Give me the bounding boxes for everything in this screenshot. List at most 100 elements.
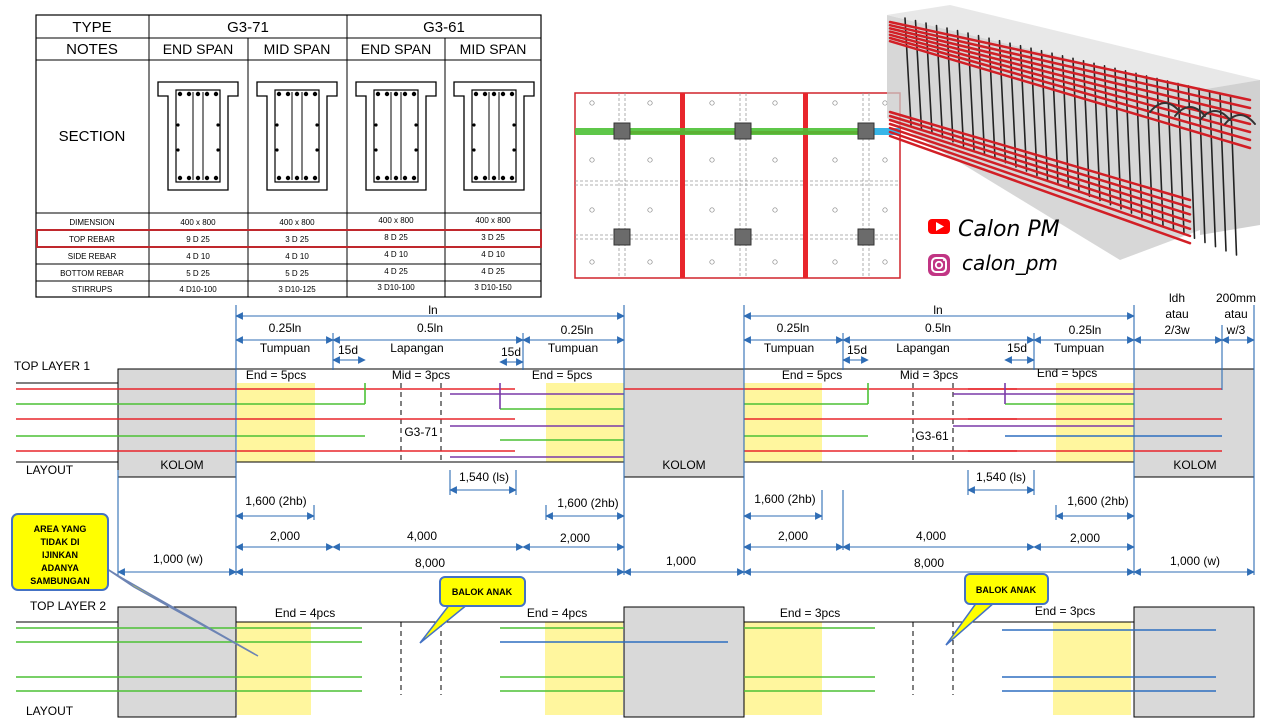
cell: 5 D 25: [186, 269, 210, 278]
rebar-dot: [473, 91, 479, 97]
cell: 3 D10-150: [474, 283, 512, 292]
section-label: SECTION: [59, 128, 126, 145]
callout-sub-beam: BALOK ANAK: [419, 576, 526, 644]
svg-text:SAMBUNGAN: SAMBUNGAN: [30, 576, 90, 586]
column-width-label: 1,000 (w): [153, 552, 203, 566]
svg-text:AREA YANG: AREA YANG: [34, 524, 87, 534]
rebar-dot: [411, 91, 417, 97]
column-block: [623, 368, 745, 478]
rebar-dot: [303, 91, 309, 97]
rebar-dot: [186, 175, 192, 181]
cell: 3 D10-100: [377, 283, 415, 292]
cell: 400 x 800: [180, 218, 216, 227]
plan-marker: [882, 259, 888, 265]
rebar-hook: [1224, 114, 1256, 125]
rebar-dot: [509, 91, 515, 97]
rebar-dot: [375, 175, 381, 181]
stirrup-bar: [1072, 57, 1080, 193]
cell: 4 D 10: [186, 252, 210, 261]
column-label: KOLOM: [1173, 458, 1216, 472]
plan-marker: [832, 259, 838, 265]
extension-label: 200mm: [1216, 291, 1256, 305]
plan-marker: [647, 157, 653, 163]
beam-section-outline: [157, 81, 239, 191]
longitudinal-rebar: [888, 33, 1252, 134]
support-zone: [237, 383, 315, 462]
social-badges: Calon PM calon_pm: [928, 217, 1060, 276]
field-label: Lapangan: [896, 341, 949, 355]
rebar-cage-3d-render: [887, 5, 1260, 260]
longitudinal-rebar: [888, 30, 1252, 126]
column-label: KOLOM: [160, 458, 203, 472]
dimension-value: 2,000: [270, 529, 300, 543]
ldh-label: 2/3w: [1164, 323, 1190, 337]
section-sketches: [157, 81, 535, 191]
svg-text:BALOK ANAK: BALOK ANAK: [976, 585, 1037, 595]
cell: 4 D 25: [384, 267, 408, 276]
cell: 400 x 800: [279, 218, 315, 227]
row-label-side-rebar: SIDE REBAR: [68, 252, 117, 261]
hook-length-label: 1,600 (2hb): [754, 492, 815, 506]
end-count-label: End = 5pcs: [1037, 366, 1097, 380]
column-block: [1133, 368, 1255, 478]
top-layer-2-label: TOP LAYER 2: [30, 599, 106, 613]
row-label-dimension: DIMENSION: [69, 218, 115, 227]
rebar-dot: [213, 175, 219, 181]
ln-label: ln: [428, 303, 437, 317]
end-count-label: End = 4pcs: [275, 606, 335, 620]
plan-marker: [772, 157, 778, 163]
row-label-stirrups: STIRRUPS: [72, 285, 112, 294]
type-label: TYPE: [72, 19, 111, 36]
end-count-label: End = 3pcs: [780, 606, 840, 620]
instagram-handle[interactable]: calon_pm: [962, 251, 1058, 275]
rebar-dot: [500, 175, 506, 181]
plan-marker: [772, 259, 778, 265]
stirrup-bar: [1177, 82, 1185, 235]
stirrup-bar: [1166, 80, 1175, 231]
layout-label: LAYOUT: [26, 704, 74, 718]
support-label: Tumpuan: [260, 341, 310, 355]
rebar-dot: [213, 91, 219, 97]
beam-schedule-table: TYPE NOTES G3-71 G3-61 END SPAN MID SPAN…: [35, 14, 542, 298]
callout-no-splice-zone: AREA YANG TIDAK DI IJINKAN ADANYA SAMBUN…: [11, 513, 259, 657]
stirrup-outline: [373, 89, 419, 183]
longitudinal-rebar: [888, 122, 1192, 223]
longitudinal-rebar: [888, 118, 1192, 216]
notes-label: NOTES: [66, 41, 118, 58]
plan-column: [734, 228, 752, 246]
cell: 8 D 25: [384, 233, 408, 242]
rebar-dot: [195, 175, 201, 181]
cell: 3 D 25: [481, 233, 505, 242]
support-zone: [1056, 383, 1134, 462]
span-header: MID SPAN: [460, 41, 527, 57]
plan-marker: [832, 157, 838, 163]
support-zone: [744, 383, 822, 462]
support-label: Tumpuan: [1054, 341, 1104, 355]
youtube-handle[interactable]: Calon PM: [958, 217, 1060, 242]
plan-marker: [709, 100, 715, 106]
rebar-hook: [1199, 110, 1231, 121]
cell: 4 D 10: [481, 250, 505, 259]
end-count-label: End = 5pcs: [782, 368, 842, 382]
rebar-dot: [509, 175, 515, 181]
support-label: Tumpuan: [764, 341, 814, 355]
column-block: [623, 606, 745, 718]
rebar-dot: [482, 175, 488, 181]
plan-column: [613, 122, 631, 140]
dimension-value: 4,000: [916, 529, 946, 543]
quarter-ln-label: 0.25ln: [269, 321, 302, 335]
rebar-dot: [414, 148, 418, 152]
lap-length-label: 1,540 (ls): [976, 470, 1026, 484]
rebar-dot: [303, 175, 309, 181]
plan-marker: [647, 100, 653, 106]
longitudinal-rebar: [888, 134, 1192, 245]
rebar-dot: [384, 175, 390, 181]
longitudinal-rebar: [888, 126, 1192, 231]
fifteen-d-label: 15d: [338, 343, 358, 357]
dimension-total: 8,000: [415, 556, 445, 570]
plan-marker: [772, 100, 778, 106]
stirrup-bar: [1187, 85, 1196, 240]
type-g3-71: G3-71: [227, 19, 269, 36]
rebar-dot: [315, 123, 319, 127]
svg-text:TIDAK DI: TIDAK DI: [41, 537, 80, 547]
